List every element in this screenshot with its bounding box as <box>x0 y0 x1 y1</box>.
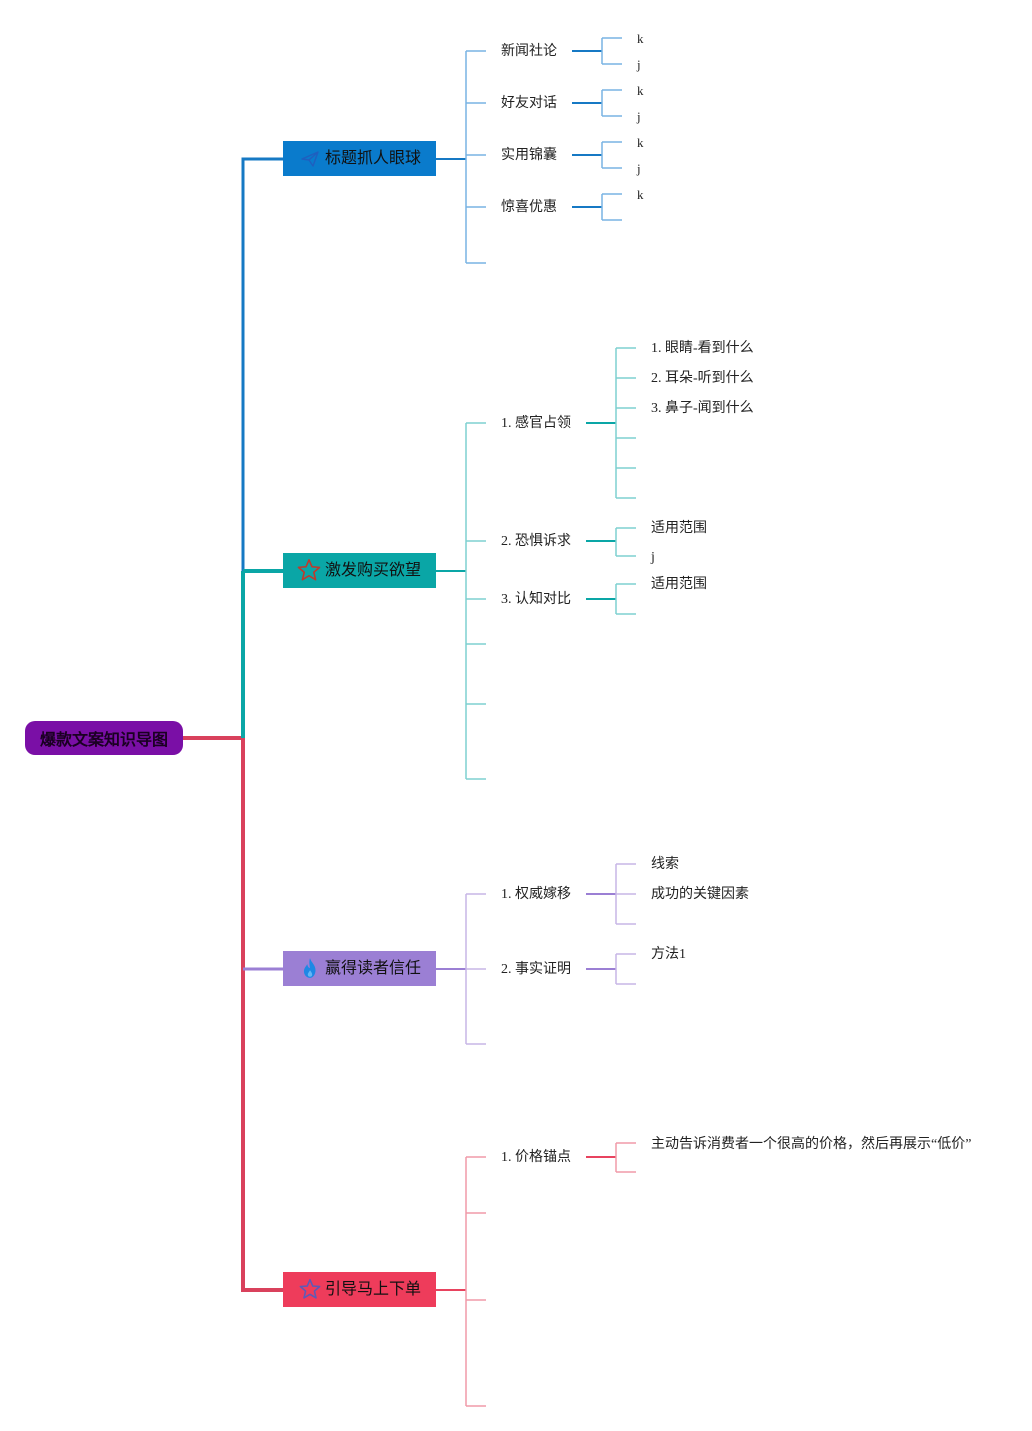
sub-node[interactable]: 3. 认知对比 <box>501 592 571 607</box>
branch-node-trust[interactable]: 赢得读者信任 <box>283 951 436 986</box>
leaf-node[interactable]: k <box>637 187 644 202</box>
sub-node[interactable]: 1. 感官占领 <box>501 416 571 431</box>
leaf-node[interactable]: 主动告诉消费者一个很高的价格，然后再展示“低价” <box>651 1137 972 1152</box>
branch-node-headline[interactable]: 标题抓人眼球 <box>283 141 436 176</box>
branch-label: 引导马上下单 <box>325 1281 422 1298</box>
leaf-node[interactable]: j <box>651 550 655 565</box>
leaf-node[interactable]: 线索 <box>651 857 679 872</box>
sub-node[interactable]: 1. 权威嫁移 <box>501 887 571 902</box>
branch-node-desire[interactable]: 激发购买欲望 <box>283 553 436 588</box>
root-node[interactable]: 爆款文案知识导图 <box>25 721 183 755</box>
branch-label: 赢得读者信任 <box>325 960 422 977</box>
leaf-node[interactable]: 方法1 <box>651 947 686 962</box>
sub-node[interactable]: 新闻社论 <box>501 44 557 59</box>
leaf-node[interactable]: j <box>637 161 641 176</box>
leaf-node[interactable]: k <box>637 135 644 150</box>
branch-label: 标题抓人眼球 <box>325 150 422 167</box>
leaf-node[interactable]: j <box>637 109 641 124</box>
root-label: 爆款文案知识导图 <box>39 732 168 749</box>
leaf-node[interactable]: 适用范围 <box>651 577 707 592</box>
flame-icon <box>303 958 316 978</box>
leaf-node[interactable]: 1. 眼睛-看到什么 <box>651 341 754 356</box>
star-icon <box>297 559 321 581</box>
leaf-node[interactable]: 2. 耳朵-听到什么 <box>651 371 754 386</box>
sub-node[interactable]: 2. 恐惧诉求 <box>501 534 571 549</box>
star-icon <box>299 1278 321 1299</box>
leaf-node[interactable]: 3. 鼻子-闻到什么 <box>651 401 754 416</box>
leaf-node[interactable]: j <box>637 57 641 72</box>
paper-plane-icon <box>301 151 319 167</box>
branch-label: 激发购买欲望 <box>325 562 422 579</box>
leaf-node[interactable]: 适用范围 <box>651 521 707 536</box>
sub-node[interactable]: 惊喜优惠 <box>501 200 557 215</box>
leaf-node[interactable]: k <box>637 83 644 98</box>
leaf-node[interactable]: 成功的关键因素 <box>651 887 749 902</box>
sub-node[interactable]: 好友对话 <box>501 96 557 111</box>
leaf-node[interactable]: k <box>637 31 644 46</box>
sub-node[interactable]: 1. 价格锚点 <box>501 1150 571 1165</box>
sub-node[interactable]: 实用锦囊 <box>501 148 557 163</box>
branch-node-order[interactable]: 引导马上下单 <box>283 1272 436 1307</box>
sub-node[interactable]: 2. 事实证明 <box>501 962 571 977</box>
